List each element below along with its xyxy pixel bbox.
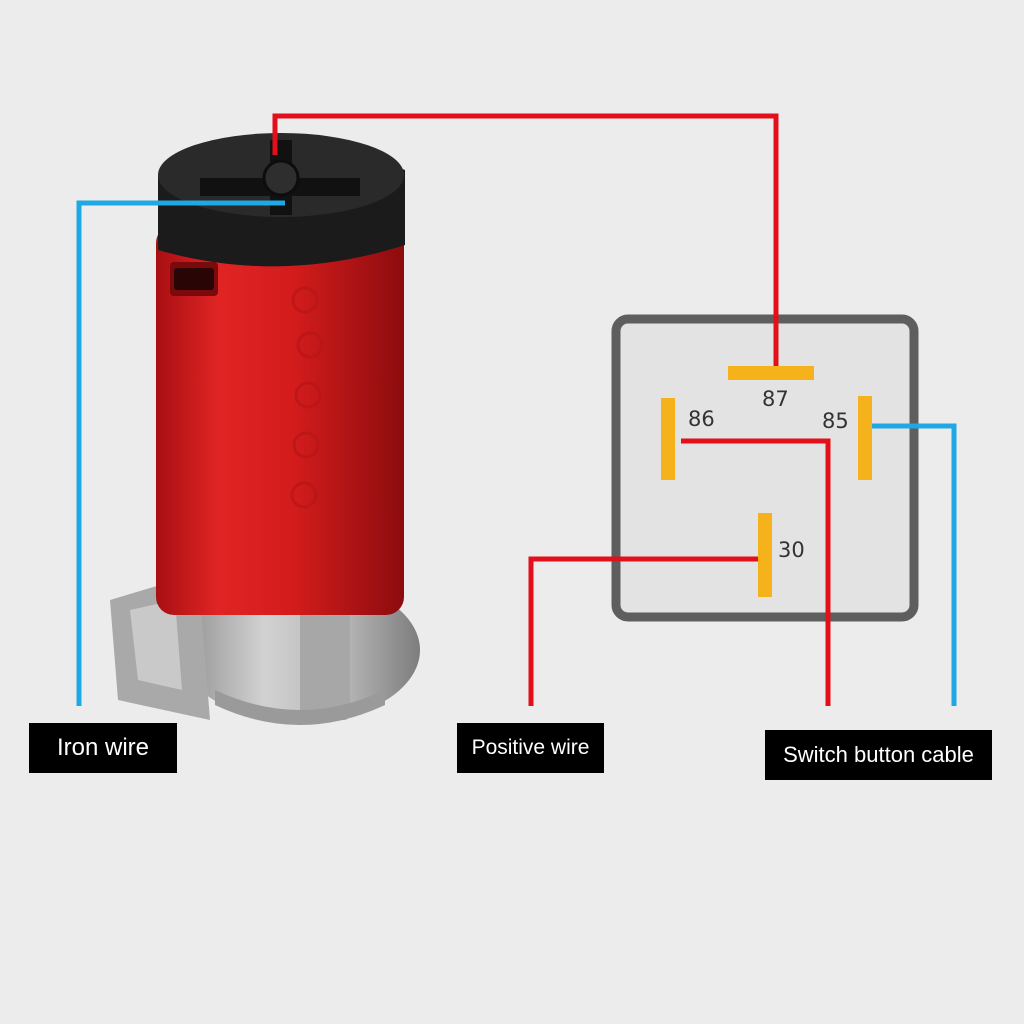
blue-iron-wire <box>76 200 285 706</box>
red-wire-pin-86 <box>681 438 831 706</box>
switch-button-cable-label: Switch button cable <box>765 730 992 780</box>
pin-87-label: 87 <box>762 387 789 411</box>
pin-86 <box>661 398 675 480</box>
pin-86-label: 86 <box>688 407 715 431</box>
red-wire-to-pin-87 <box>272 113 779 366</box>
pin-87 <box>728 366 814 380</box>
compressor-cap <box>158 133 405 267</box>
horn-compressor <box>110 133 420 725</box>
blue-switch-wire <box>872 423 957 706</box>
positive-wire-label: Positive wire <box>457 723 604 773</box>
relay: 87 86 85 30 <box>611 314 919 622</box>
relay-frame <box>611 314 919 622</box>
pin-30-label: 30 <box>778 538 805 562</box>
pin-85-label: 85 <box>822 409 849 433</box>
iron-wire-label: Iron wire <box>29 723 177 773</box>
pin-30 <box>758 513 772 597</box>
compressor-body <box>156 225 404 615</box>
red-positive-wire <box>528 556 758 706</box>
pin-85 <box>858 396 872 480</box>
